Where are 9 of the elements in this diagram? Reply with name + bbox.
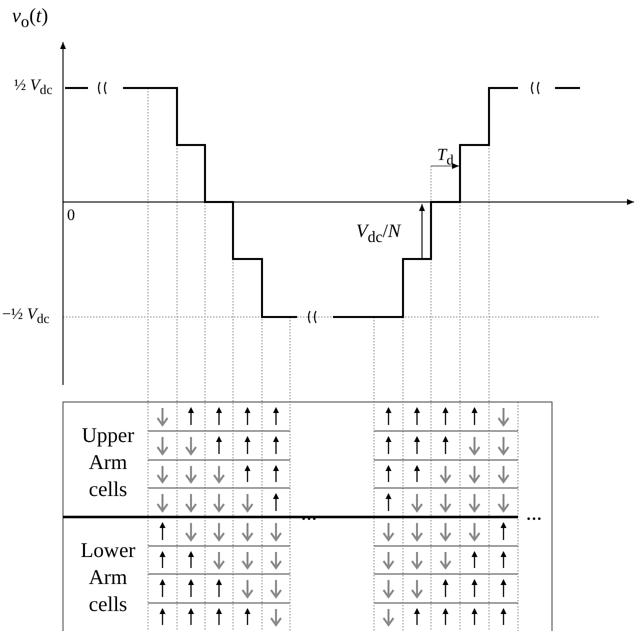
ellipsis: ··· (526, 512, 542, 528)
row-group-label: Upper Arm cells (80, 422, 136, 503)
dimension-label: T$_{d}$ (437, 146, 454, 168)
level-label: ½ V$_{dc}$ (14, 78, 52, 97)
axis-label: v$_{o}$(t) (12, 6, 48, 31)
origin-label: 0 (67, 208, 75, 224)
dimension-label: V$_{dc}$/N (356, 222, 401, 246)
row-group-label: Lower Arm cells (80, 537, 136, 618)
level-label: −½ V$_{dc}$ (2, 307, 50, 326)
